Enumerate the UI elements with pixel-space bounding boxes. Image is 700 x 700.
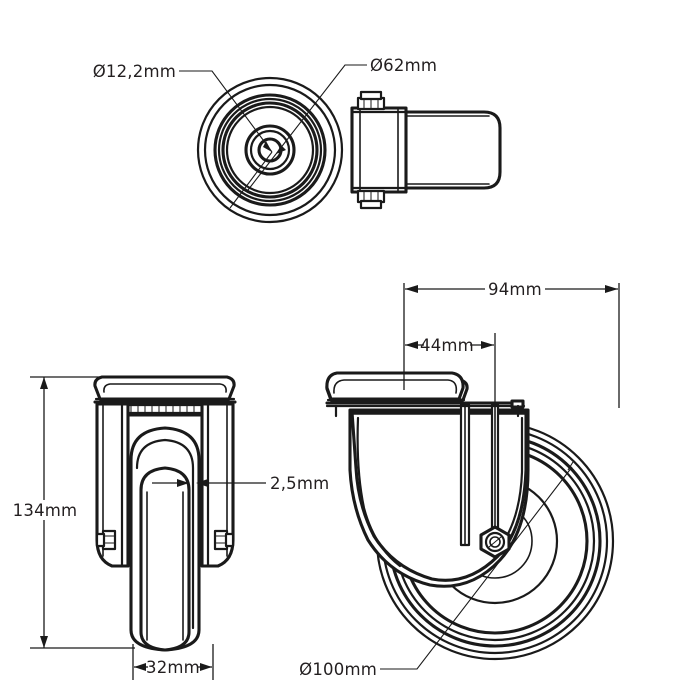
label-swivel-offset: 44mm [420,336,474,355]
dimension-wheel-diameter: Ø100mm [299,461,574,679]
side-view-kingpin [459,403,500,547]
label-wheel-width: 32mm [146,658,200,677]
dimension-overall-height: 134mm [13,376,135,649]
front-view [93,375,237,652]
label-overall-height: 134mm [13,501,78,520]
label-wheel-diameter: Ø100mm [299,660,377,679]
side-view-axle-nut [479,525,511,559]
dimension-tread-thickness: 2,5mm [152,474,329,493]
top-view-leaders [179,64,367,209]
top-view-shank [402,110,502,190]
front-view-top-plate [93,375,237,404]
label-tread-thickness: 2,5mm [270,474,329,493]
side-view-swivel-neck [334,404,520,418]
label-plate-circle-diameter: Ø62mm [370,56,437,75]
dimension-wheel-width: 32mm [132,644,214,680]
front-view-axle-bolts [95,529,235,551]
top-view-dimension-labels: Ø12,2mm Ø62mm [93,56,437,81]
front-view-wheel [129,426,201,652]
top-view [196,76,502,224]
side-view-top-plate [325,371,526,409]
dimension-plate-length: 94mm [403,280,620,408]
side-view [325,371,615,661]
top-view-axle-bolts [356,90,386,210]
top-view-fork-yoke [350,106,408,194]
dimension-swivel-offset: 44mm [405,333,496,405]
label-bolt-hole-diameter: Ø12,2mm [93,62,176,81]
label-plate-length: 94mm [488,280,542,299]
